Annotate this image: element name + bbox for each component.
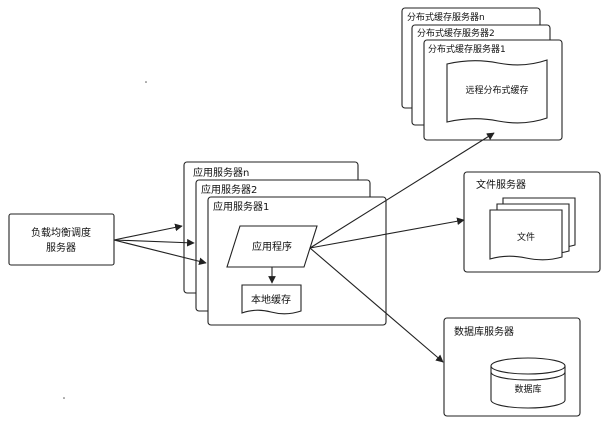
load-balancer-box (8, 213, 115, 266)
file-document-front (489, 209, 563, 261)
arrow-lb-to-app-server-n (113, 223, 183, 241)
remote-cache-label: 远程分布式缓存 (465, 84, 528, 96)
database-server-title: 数据库服务器 (454, 325, 514, 338)
cache-server-1-title: 分布式缓存服务器1 (428, 43, 506, 55)
load-balancer-label-line1: 负载均衡调度 (31, 226, 91, 239)
arrow-app-to-database-server (309, 247, 444, 363)
database-cylinder-top (490, 357, 566, 375)
database-cylinder-ring (490, 371, 566, 381)
app-program-label: 应用程序 (252, 240, 292, 253)
arrow-app-to-file-server (309, 217, 465, 249)
file-server-title: 文件服务器 (476, 178, 526, 191)
local-cache-document-shape (241, 284, 302, 315)
speck (145, 81, 147, 83)
file-label: 文件 (517, 231, 535, 243)
app-server-2-title: 应用服务器2 (201, 183, 257, 196)
arrow-lb-to-app-server-2 (113, 238, 195, 247)
remote-cache-document-shape (446, 59, 548, 124)
arrow-app-to-cache-server (309, 132, 495, 249)
database-cylinder-body (490, 366, 566, 409)
app-server-1-title: 应用服务器1 (213, 200, 269, 213)
arrow-lb-to-app-server-1 (113, 239, 207, 266)
speck (63, 397, 65, 399)
load-balancer-label-line2: 服务器 (46, 241, 76, 254)
database-label: 数据库 (514, 383, 541, 395)
local-cache-label: 本地缓存 (251, 293, 291, 306)
cache-server-n-title: 分布式缓存服务器n (407, 11, 485, 23)
app-program-shape (226, 225, 318, 268)
app-server-n-title: 应用服务器n (193, 166, 249, 179)
cache-server-2-title: 分布式缓存服务器2 (417, 27, 495, 39)
